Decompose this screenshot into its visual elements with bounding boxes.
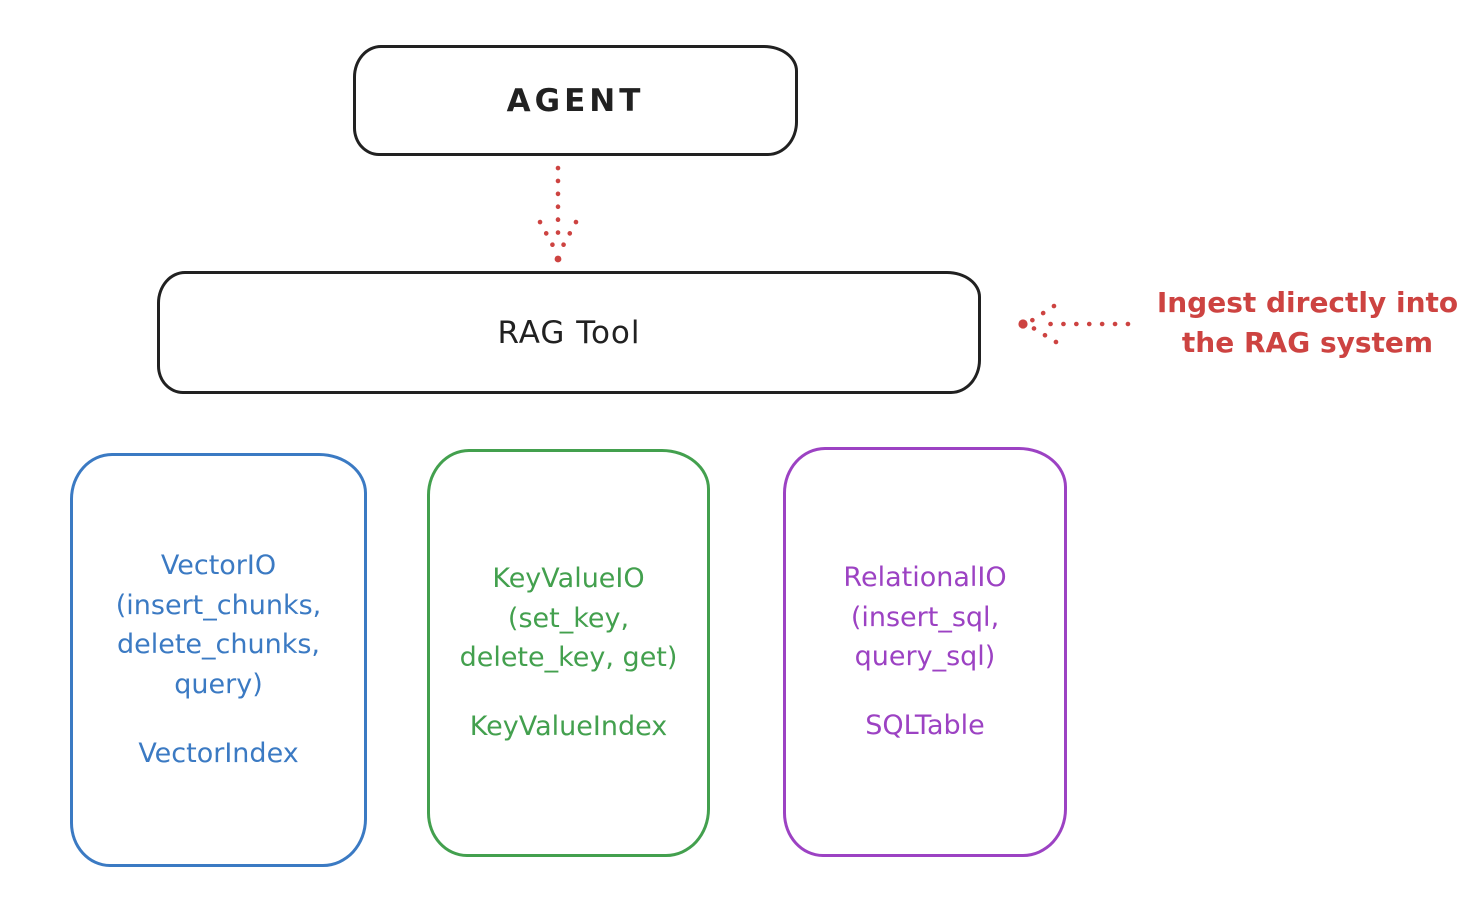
keyvalue-io-node: KeyValueIO (set_key, delete_key, get) Ke… xyxy=(427,449,710,857)
vector-io-interface-label: VectorIO (insert_chunks, delete_chunks, … xyxy=(115,550,322,700)
arrowhead-right-wing xyxy=(556,219,579,256)
arrowhead-tip xyxy=(1018,319,1028,329)
agent-to-rag-arrow xyxy=(537,165,579,263)
rag-tool-label: RAG Tool xyxy=(497,314,641,351)
agent-label: AGENT xyxy=(506,82,645,119)
annotation-to-rag-arrow xyxy=(1018,303,1131,345)
keyvalue-index-label: KeyValueIndex xyxy=(469,711,668,743)
arrowhead-top-wing xyxy=(1025,303,1057,326)
vector-io-node: VectorIO (insert_chunks, delete_chunks, … xyxy=(70,453,367,867)
arrowhead-bottom-wing xyxy=(1027,323,1059,345)
keyvalue-io-interface-label: KeyValueIO (set_key, delete_key, get) xyxy=(459,563,678,673)
arrowhead-left-wing xyxy=(537,219,560,256)
agent-node: AGENT xyxy=(353,45,798,156)
sql-table-label: SQLTable xyxy=(865,710,985,742)
relational-io-interface-label: RelationalIO (insert_sql, query_sql) xyxy=(843,562,1007,672)
ingest-annotation: Ingest directly into the RAG system xyxy=(1156,286,1459,359)
arrowhead-tip xyxy=(554,255,562,263)
relational-io-node: RelationalIO (insert_sql, query_sql) SQL… xyxy=(783,447,1067,857)
rag-tool-node: RAG Tool xyxy=(157,271,981,394)
vector-index-label: VectorIndex xyxy=(138,738,299,770)
